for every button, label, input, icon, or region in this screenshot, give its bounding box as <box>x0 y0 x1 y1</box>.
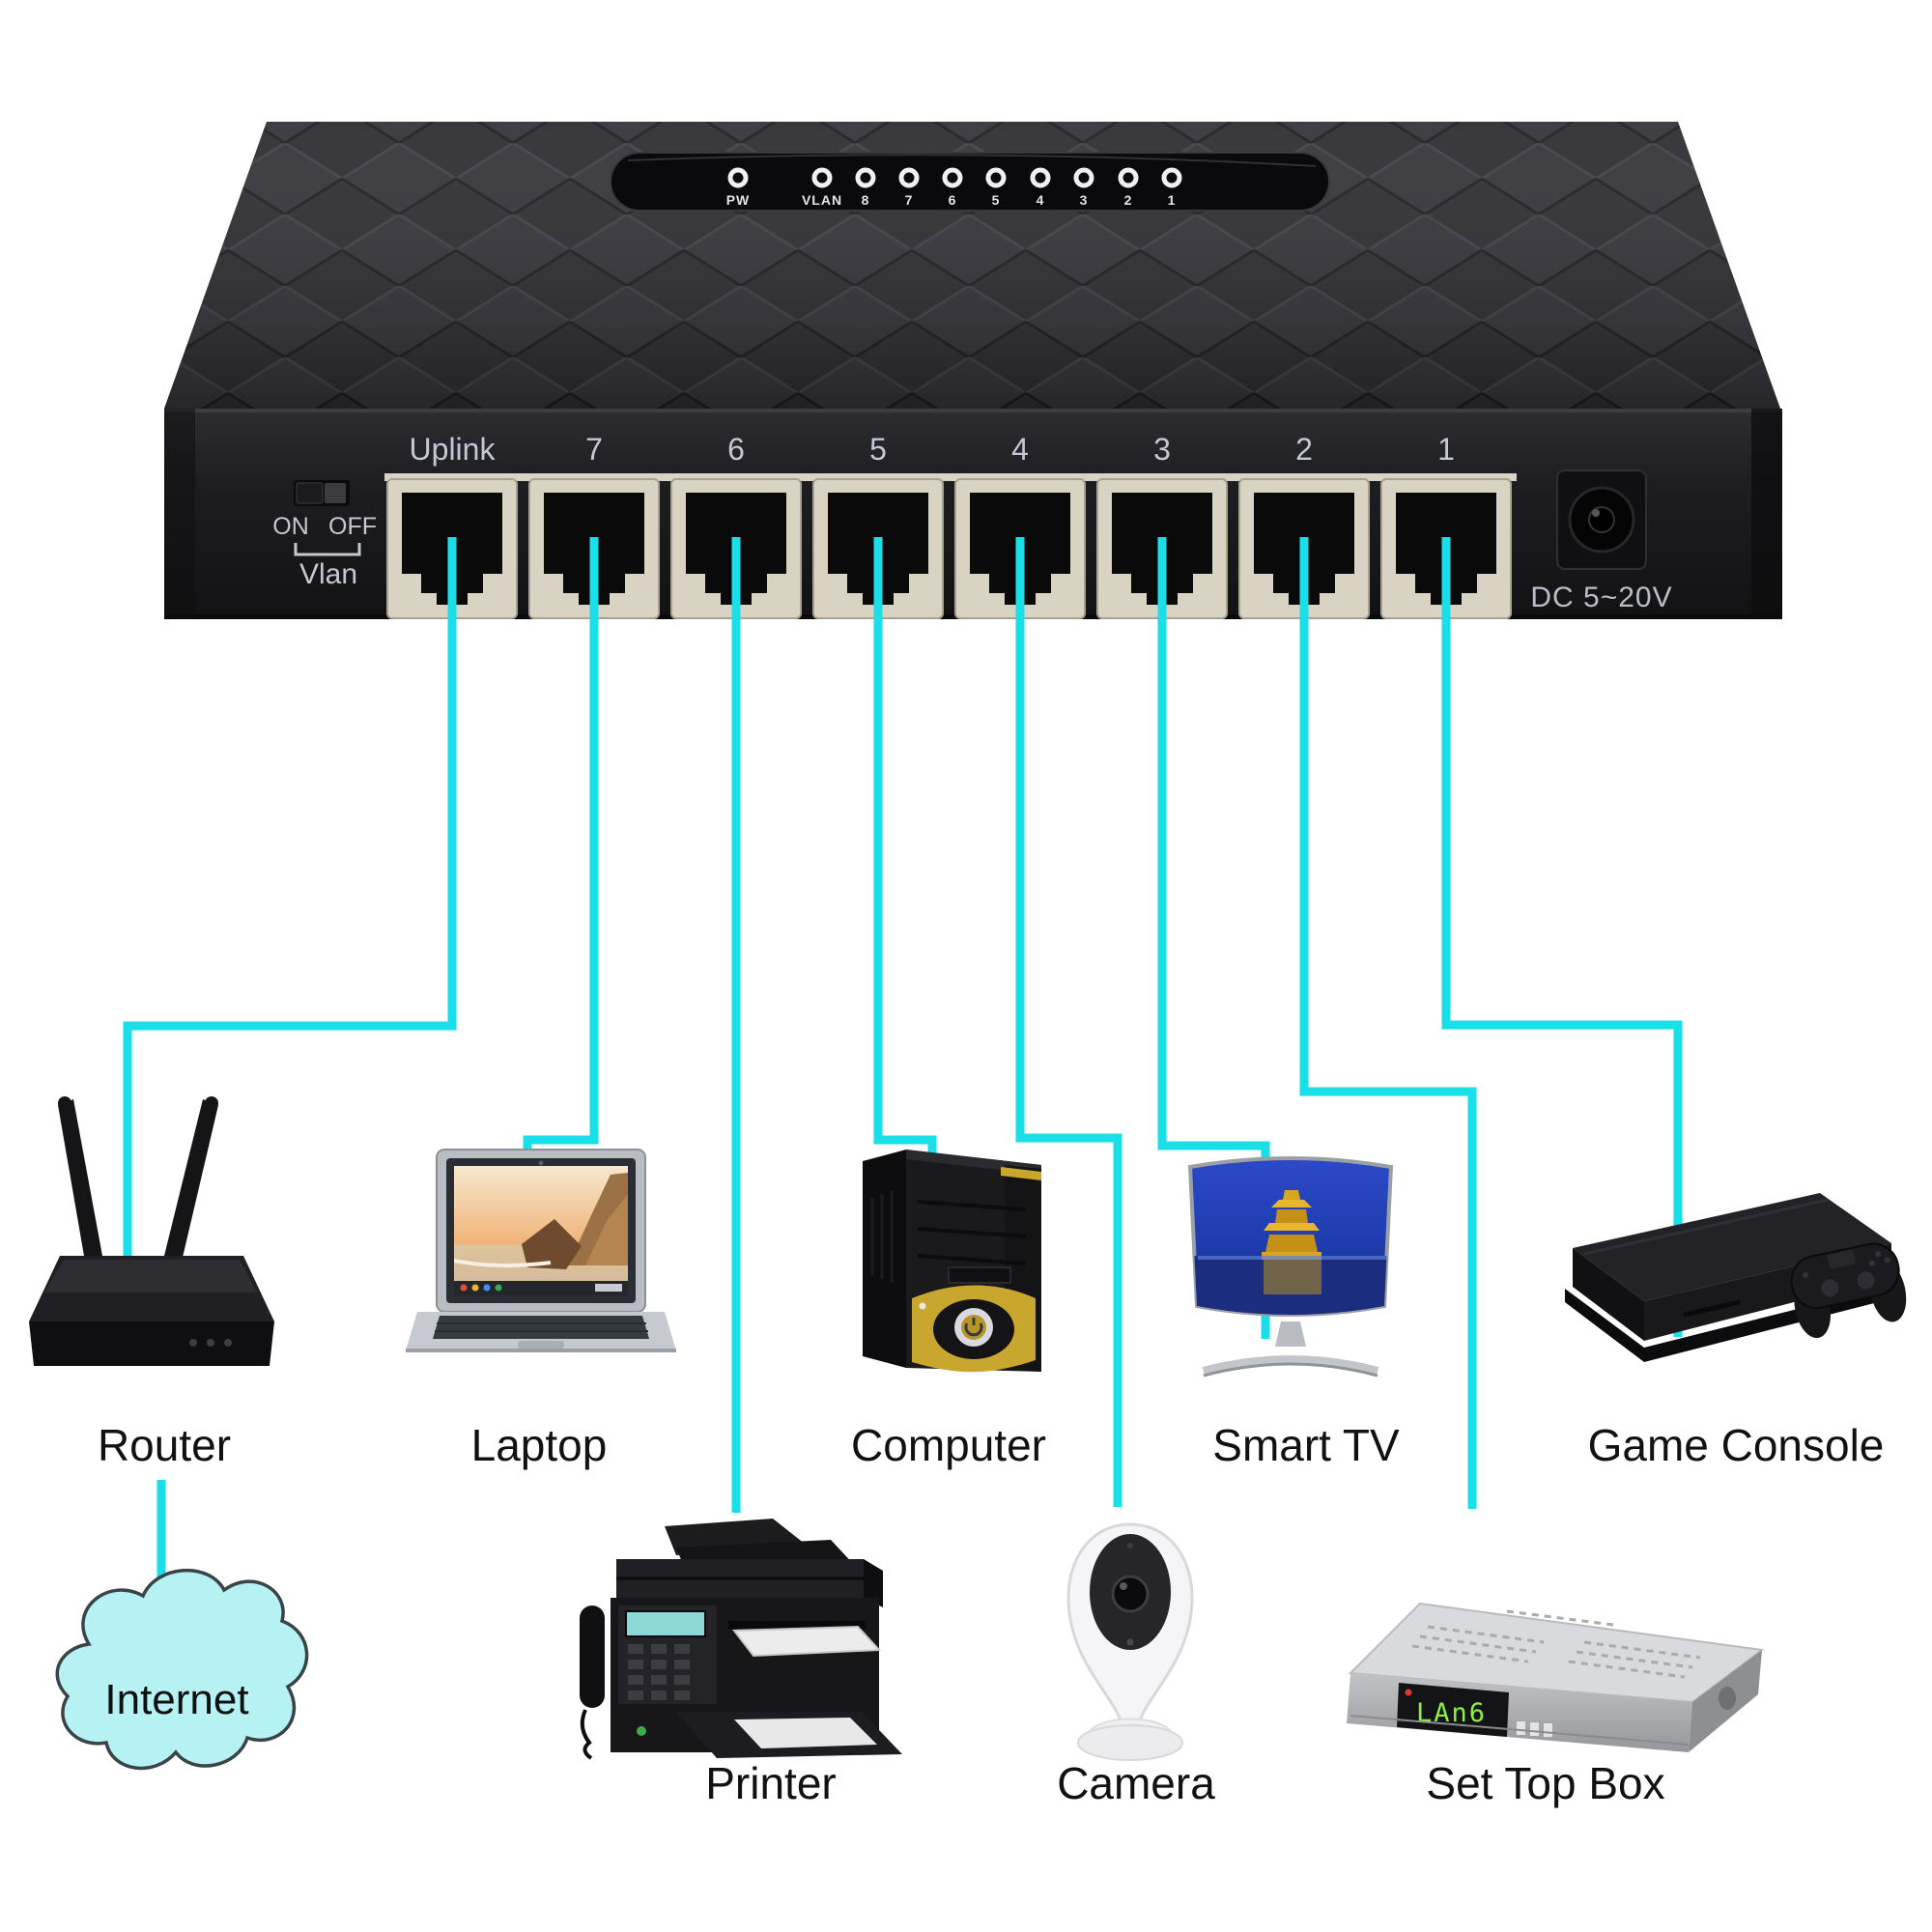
led-label-2: 2 <box>1124 192 1133 208</box>
port-label-6: 6 <box>727 432 745 467</box>
device-game-console <box>1565 1193 1907 1362</box>
led-vlan <box>811 167 833 188</box>
camera-label: Camera <box>1057 1758 1215 1808</box>
led-label-4: 4 <box>1037 192 1045 208</box>
led-port-3 <box>1073 167 1094 188</box>
port-label-uplink: Uplink <box>410 432 497 467</box>
switch-top-face <box>164 122 1780 409</box>
switch-front-face: Uplink 7 6 5 4 3 2 1 <box>164 409 1782 619</box>
led-indicators <box>727 167 1182 188</box>
device-camera <box>1066 1522 1194 1761</box>
port-label-3: 3 <box>1153 432 1171 467</box>
led-label-7: 7 <box>905 192 914 208</box>
vlan-off-label: OFF <box>328 513 377 540</box>
port-label-2: 2 <box>1295 432 1313 467</box>
router-label: Router <box>98 1420 231 1470</box>
device-printer <box>580 1519 902 1760</box>
led-label-pw: PW <box>726 192 751 208</box>
laptop-label: Laptop <box>471 1420 608 1470</box>
led-port-1 <box>1161 167 1182 188</box>
cable-port1-to-game-console <box>1441 537 1683 1337</box>
led-port-4 <box>1030 167 1051 188</box>
led-pw <box>727 167 749 188</box>
dc-power-jack: DC 5~20V <box>1530 469 1672 613</box>
computer-label: Computer <box>851 1420 1046 1470</box>
device-smart-tv <box>1187 1156 1394 1378</box>
device-router <box>29 1096 274 1366</box>
led-label-6: 6 <box>949 192 957 208</box>
led-port-5 <box>985 167 1007 188</box>
led-label-3: 3 <box>1080 192 1089 208</box>
vlan-label: Vlan <box>299 558 357 590</box>
port-label-1: 1 <box>1437 432 1455 467</box>
led-port-8 <box>855 167 876 188</box>
webcam-dot <box>538 1160 544 1166</box>
port-label-4: 4 <box>1011 432 1029 467</box>
set-top-box-label: Set Top Box <box>1426 1758 1664 1808</box>
network-switch: PW VLAN 8 7 6 5 4 3 2 1 Uplink 7 <box>164 122 1782 619</box>
led-panel: PW VLAN 8 7 6 5 4 3 2 1 <box>610 152 1330 212</box>
port-strip <box>384 473 1517 481</box>
dc-voltage-label: DC 5~20V <box>1530 582 1672 613</box>
led-label-5: 5 <box>992 192 1001 208</box>
port-label-7: 7 <box>585 432 603 467</box>
vlan-slide-switch: ON OFF Vlan <box>272 480 377 590</box>
port-label-5: 5 <box>869 432 887 467</box>
led-label-vlan: VLAN <box>802 192 842 208</box>
game-controller <box>1790 1242 1907 1339</box>
internet-cloud: Internet <box>55 1569 309 1771</box>
cable-uplink-to-router <box>123 537 457 1341</box>
smart-tv-label: Smart TV <box>1212 1420 1400 1470</box>
device-computer <box>863 1150 1041 1373</box>
game-console-label: Game Console <box>1588 1420 1885 1470</box>
printer-label: Printer <box>705 1758 836 1808</box>
cable-port4-to-camera <box>1015 537 1122 1507</box>
internet-label: Internet <box>104 1676 248 1723</box>
led-port-7 <box>898 167 920 188</box>
led-label-8: 8 <box>862 192 870 208</box>
device-set-top-box: LAn6 <box>1347 1602 1765 1752</box>
vlan-bracket <box>294 543 361 556</box>
vlan-on-label: ON <box>272 513 309 540</box>
led-port-2 <box>1118 167 1139 188</box>
device-laptop <box>406 1149 676 1352</box>
cable-port2-to-set-top-box <box>1299 537 1477 1509</box>
led-label-1: 1 <box>1168 192 1177 208</box>
led-port-6 <box>942 167 963 188</box>
